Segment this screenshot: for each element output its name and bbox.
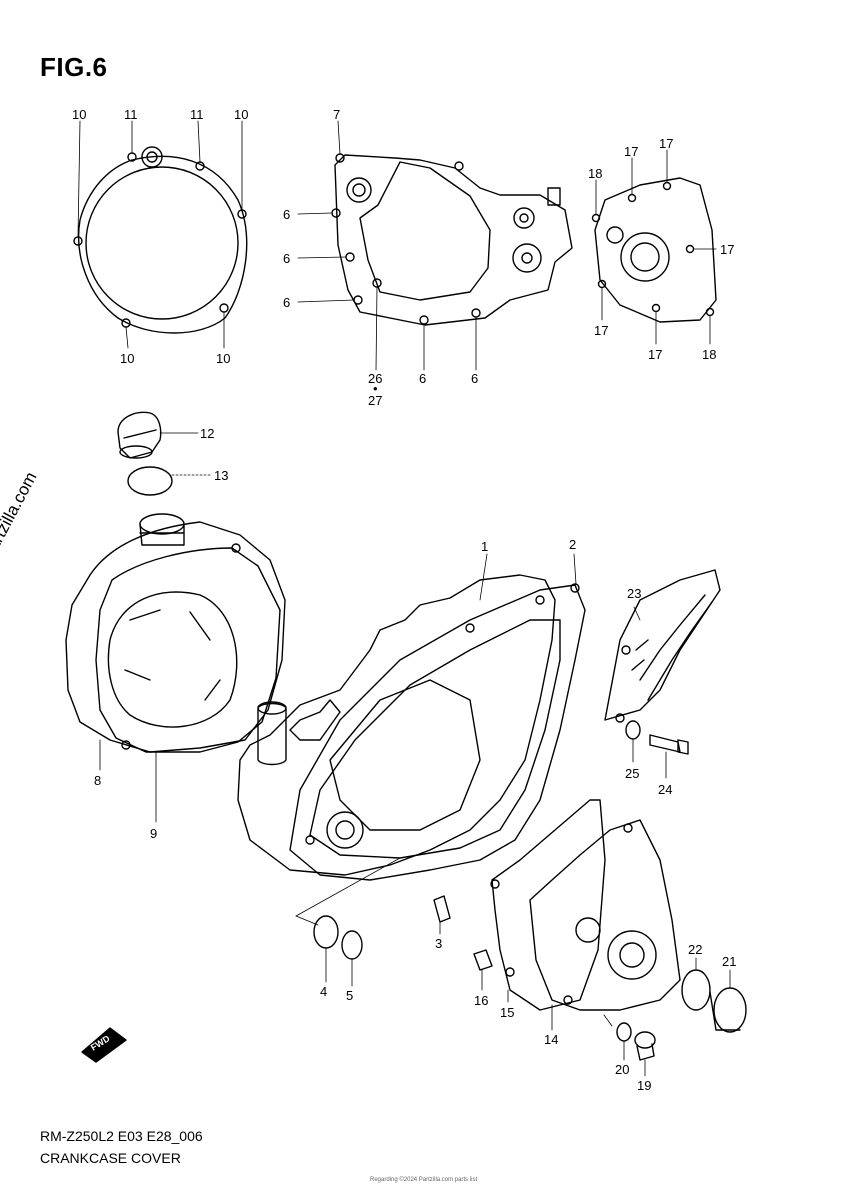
callout-17-b: 17 xyxy=(659,136,673,151)
dowel-pin xyxy=(433,895,451,923)
filler-cap-o-ring xyxy=(127,466,173,496)
callout-19: 19 xyxy=(637,1078,651,1093)
callout-6-b: 6 xyxy=(283,251,290,266)
clutch-cover-gasket xyxy=(73,146,248,334)
footer-note: Regarding ©2024 Partzilla.com parts list xyxy=(370,1177,478,1183)
callout-10-a: 10 xyxy=(72,107,86,122)
callout-12: 12 xyxy=(200,426,214,441)
callout-bullet: • xyxy=(373,381,378,396)
callout-10-b: 10 xyxy=(234,107,248,122)
callout-21: 21 xyxy=(722,954,736,969)
callout-16: 16 xyxy=(474,993,488,1008)
callout-10-d: 10 xyxy=(216,351,230,366)
figure-title: FIG.6 xyxy=(40,52,108,82)
engine-sprocket-cover xyxy=(604,569,721,723)
callout-11-a: 11 xyxy=(124,107,138,122)
callout-15: 15 xyxy=(500,1005,514,1020)
crankshaft-oil-seal xyxy=(313,915,339,949)
inspection-plug xyxy=(634,1031,656,1061)
magneto-dowel-pin xyxy=(473,949,493,971)
magneto-cover-gasket-lower xyxy=(490,799,606,1011)
diagram-name: CRANKCASE COVER xyxy=(40,1150,181,1166)
callout-4: 4 xyxy=(320,984,327,999)
callout-18-a: 18 xyxy=(588,166,602,181)
callout-6-d: 6 xyxy=(419,371,426,386)
callout-17-a: 17 xyxy=(624,144,638,159)
callout-7: 7 xyxy=(333,107,340,122)
callout-23: 23 xyxy=(627,586,641,601)
callout-20: 20 xyxy=(615,1062,629,1077)
leader-lines-top-left xyxy=(77,120,243,349)
callout-1: 1 xyxy=(481,539,488,554)
magneto-cover xyxy=(529,819,681,1011)
clutch-cover-gasket-outline xyxy=(95,543,281,753)
oil-seal-circlip xyxy=(341,930,363,960)
callout-26: 26 xyxy=(368,371,382,386)
callout-8: 8 xyxy=(94,773,101,788)
callout-14: 14 xyxy=(544,1032,558,1047)
crankcase xyxy=(237,574,556,876)
magneto-cap-o-ring xyxy=(681,969,711,1011)
callout-18-b: 18 xyxy=(702,347,716,362)
callout-3: 3 xyxy=(435,936,442,951)
callout-5: 5 xyxy=(346,988,353,1003)
callout-10-c: 10 xyxy=(120,351,134,366)
forward-arrow-icon xyxy=(81,1027,127,1063)
crankcase-gasket xyxy=(289,583,586,881)
callout-6-c: 6 xyxy=(283,295,290,310)
oil-filler-cap xyxy=(117,411,162,459)
sprocket-cover-bolt xyxy=(649,734,689,755)
callout-13: 13 xyxy=(214,468,228,483)
callout-22: 22 xyxy=(688,942,702,957)
callout-25: 25 xyxy=(625,766,639,781)
magneto-cover-gasket xyxy=(591,177,717,323)
leader-lines-top-middle xyxy=(297,120,477,371)
model-code: RM-Z250L2 E03 E28_006 xyxy=(40,1128,203,1144)
magneto-cover-cap xyxy=(709,987,747,1033)
clutch-cover xyxy=(65,513,286,753)
callout-27: 27 xyxy=(368,393,382,408)
callout-17-c: 17 xyxy=(720,242,734,257)
callout-17-d: 17 xyxy=(594,323,608,338)
leader-lines-top-right xyxy=(595,149,717,345)
crankcase-cover-gasket xyxy=(331,153,573,326)
callout-17-e: 17 xyxy=(648,347,662,362)
callout-9: 9 xyxy=(150,826,157,841)
callout-2: 2 xyxy=(569,537,576,552)
sprocket-cover-washer xyxy=(625,720,641,740)
callout-11-b: 11 xyxy=(190,107,204,122)
callout-6-a: 6 xyxy=(283,207,290,222)
callout-6-e: 6 xyxy=(471,371,478,386)
callout-24: 24 xyxy=(658,782,672,797)
plug-washer xyxy=(616,1022,632,1042)
